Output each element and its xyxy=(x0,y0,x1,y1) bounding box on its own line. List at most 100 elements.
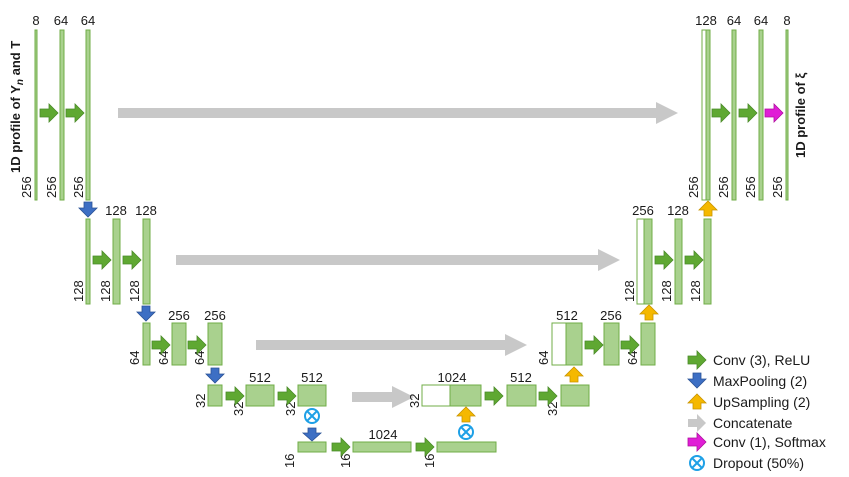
feature-block xyxy=(297,384,327,407)
feature-block xyxy=(758,29,764,201)
width-label: 128 xyxy=(127,280,142,302)
feature-block xyxy=(85,218,91,305)
channel-label: 256 xyxy=(168,308,190,323)
output-profile-label: 1D profile of ξ xyxy=(793,73,808,158)
conv-arrow-icon xyxy=(687,350,707,370)
encoder-level-1: 8 64 64 256 256 256 xyxy=(19,13,95,201)
conv-arrow-icon xyxy=(92,250,112,270)
feature-block xyxy=(785,29,789,201)
legend-label: Conv (3), ReLU xyxy=(713,352,810,368)
upsampling-arrows xyxy=(456,200,718,423)
upsampling-arrow-icon xyxy=(456,406,476,423)
conv-arrow-icon xyxy=(187,335,207,355)
feature-block xyxy=(674,218,683,305)
conv-arrow-icon xyxy=(39,103,59,123)
width-label: 64 xyxy=(625,351,640,365)
legend-label: Conv (1), Softmax xyxy=(713,434,826,450)
maxpool-arrow-icon xyxy=(687,372,707,389)
width-label: 64 xyxy=(192,351,207,365)
feature-block xyxy=(640,322,656,366)
concat-block-outline xyxy=(421,384,451,407)
feature-block xyxy=(297,441,327,453)
softmax-arrow-icon xyxy=(764,103,784,123)
width-label: 16 xyxy=(338,454,353,468)
channel-label: 8 xyxy=(32,13,39,28)
encoder-level-4: 512 512 32 32 32 xyxy=(193,370,327,416)
conv-arrow-icon xyxy=(584,335,604,355)
width-label: 16 xyxy=(422,454,437,468)
feature-block xyxy=(352,441,412,453)
feature-block xyxy=(34,29,38,201)
upsampling-arrow-icon xyxy=(564,366,584,383)
feature-block xyxy=(643,218,653,305)
feature-block xyxy=(449,384,482,407)
legend: Conv (3), ReLU MaxPooling (2) UpSampling… xyxy=(687,350,826,471)
legend-label: Dropout (50%) xyxy=(713,455,804,471)
channel-label: 512 xyxy=(249,370,271,385)
width-label: 256 xyxy=(44,176,59,198)
feature-block xyxy=(436,441,497,453)
feature-block xyxy=(171,322,187,366)
feature-block xyxy=(565,322,583,366)
conv-arrow-icon xyxy=(225,386,245,406)
width-label: 64 xyxy=(127,351,142,365)
width-label: 256 xyxy=(743,176,758,198)
width-label: 128 xyxy=(688,280,703,302)
concatenate-arrow-level4 xyxy=(352,386,414,408)
feature-block xyxy=(142,218,151,305)
width-label: 256 xyxy=(71,176,86,198)
width-label: 128 xyxy=(659,280,674,302)
width-label: 256 xyxy=(716,176,731,198)
width-label: 256 xyxy=(19,176,34,198)
feature-block xyxy=(705,29,711,201)
maxpool-arrow-icon xyxy=(301,427,323,442)
feature-block xyxy=(731,29,737,201)
feature-block xyxy=(245,384,275,407)
encoder-level-3: 256 256 64 64 64 xyxy=(127,308,226,366)
concatenate-arrow-icon xyxy=(688,414,706,432)
channel-label: 512 xyxy=(510,370,532,385)
concatenate-arrow-level3 xyxy=(256,334,527,356)
maxpool-arrow-icon xyxy=(136,305,156,322)
dropout-icon xyxy=(304,408,320,424)
conv-arrow-icon xyxy=(484,386,504,406)
channel-label: 512 xyxy=(301,370,323,385)
width-label: 128 xyxy=(622,280,637,302)
channel-label: 128 xyxy=(135,203,157,218)
input-profile-label: 1D profile of Yn and T xyxy=(8,41,26,173)
channel-label: 1024 xyxy=(369,427,398,442)
channel-label: 1024 xyxy=(438,370,467,385)
channel-label: 256 xyxy=(204,308,226,323)
width-label: 32 xyxy=(231,402,246,416)
width-label: 32 xyxy=(545,402,560,416)
channel-label: 64 xyxy=(54,13,68,28)
decoder-level-2: 256 128 128 128 128 xyxy=(622,203,712,305)
upsampling-arrow-icon xyxy=(698,200,718,217)
maxpool-arrows xyxy=(78,201,323,442)
channel-label: 512 xyxy=(556,308,578,323)
conv-arrow-icon xyxy=(654,250,674,270)
legend-label: MaxPooling (2) xyxy=(713,373,807,389)
concatenate-arrow-level1 xyxy=(118,102,678,124)
upsampling-arrow-icon xyxy=(639,304,659,321)
conv-arrow-icon xyxy=(277,386,297,406)
dropout-icon xyxy=(689,455,705,471)
conv-arrow-icon xyxy=(684,250,704,270)
concatenate-arrows xyxy=(118,102,678,408)
channel-label: 64 xyxy=(81,13,95,28)
conv-arrow-icon xyxy=(122,250,142,270)
feature-block xyxy=(85,29,91,201)
concat-block-outline xyxy=(551,322,567,366)
feature-block xyxy=(112,218,121,305)
maxpool-arrow-icon xyxy=(78,201,98,218)
conv-arrow-icon xyxy=(65,103,85,123)
concat-block-outline xyxy=(636,218,645,305)
width-label: 64 xyxy=(536,351,551,365)
maxpool-arrow-icon xyxy=(205,367,225,384)
channel-label: 128 xyxy=(105,203,127,218)
conv-arrow-icon xyxy=(620,335,640,355)
feature-block xyxy=(506,384,537,407)
feature-block xyxy=(603,322,620,366)
width-label: 128 xyxy=(71,280,86,302)
